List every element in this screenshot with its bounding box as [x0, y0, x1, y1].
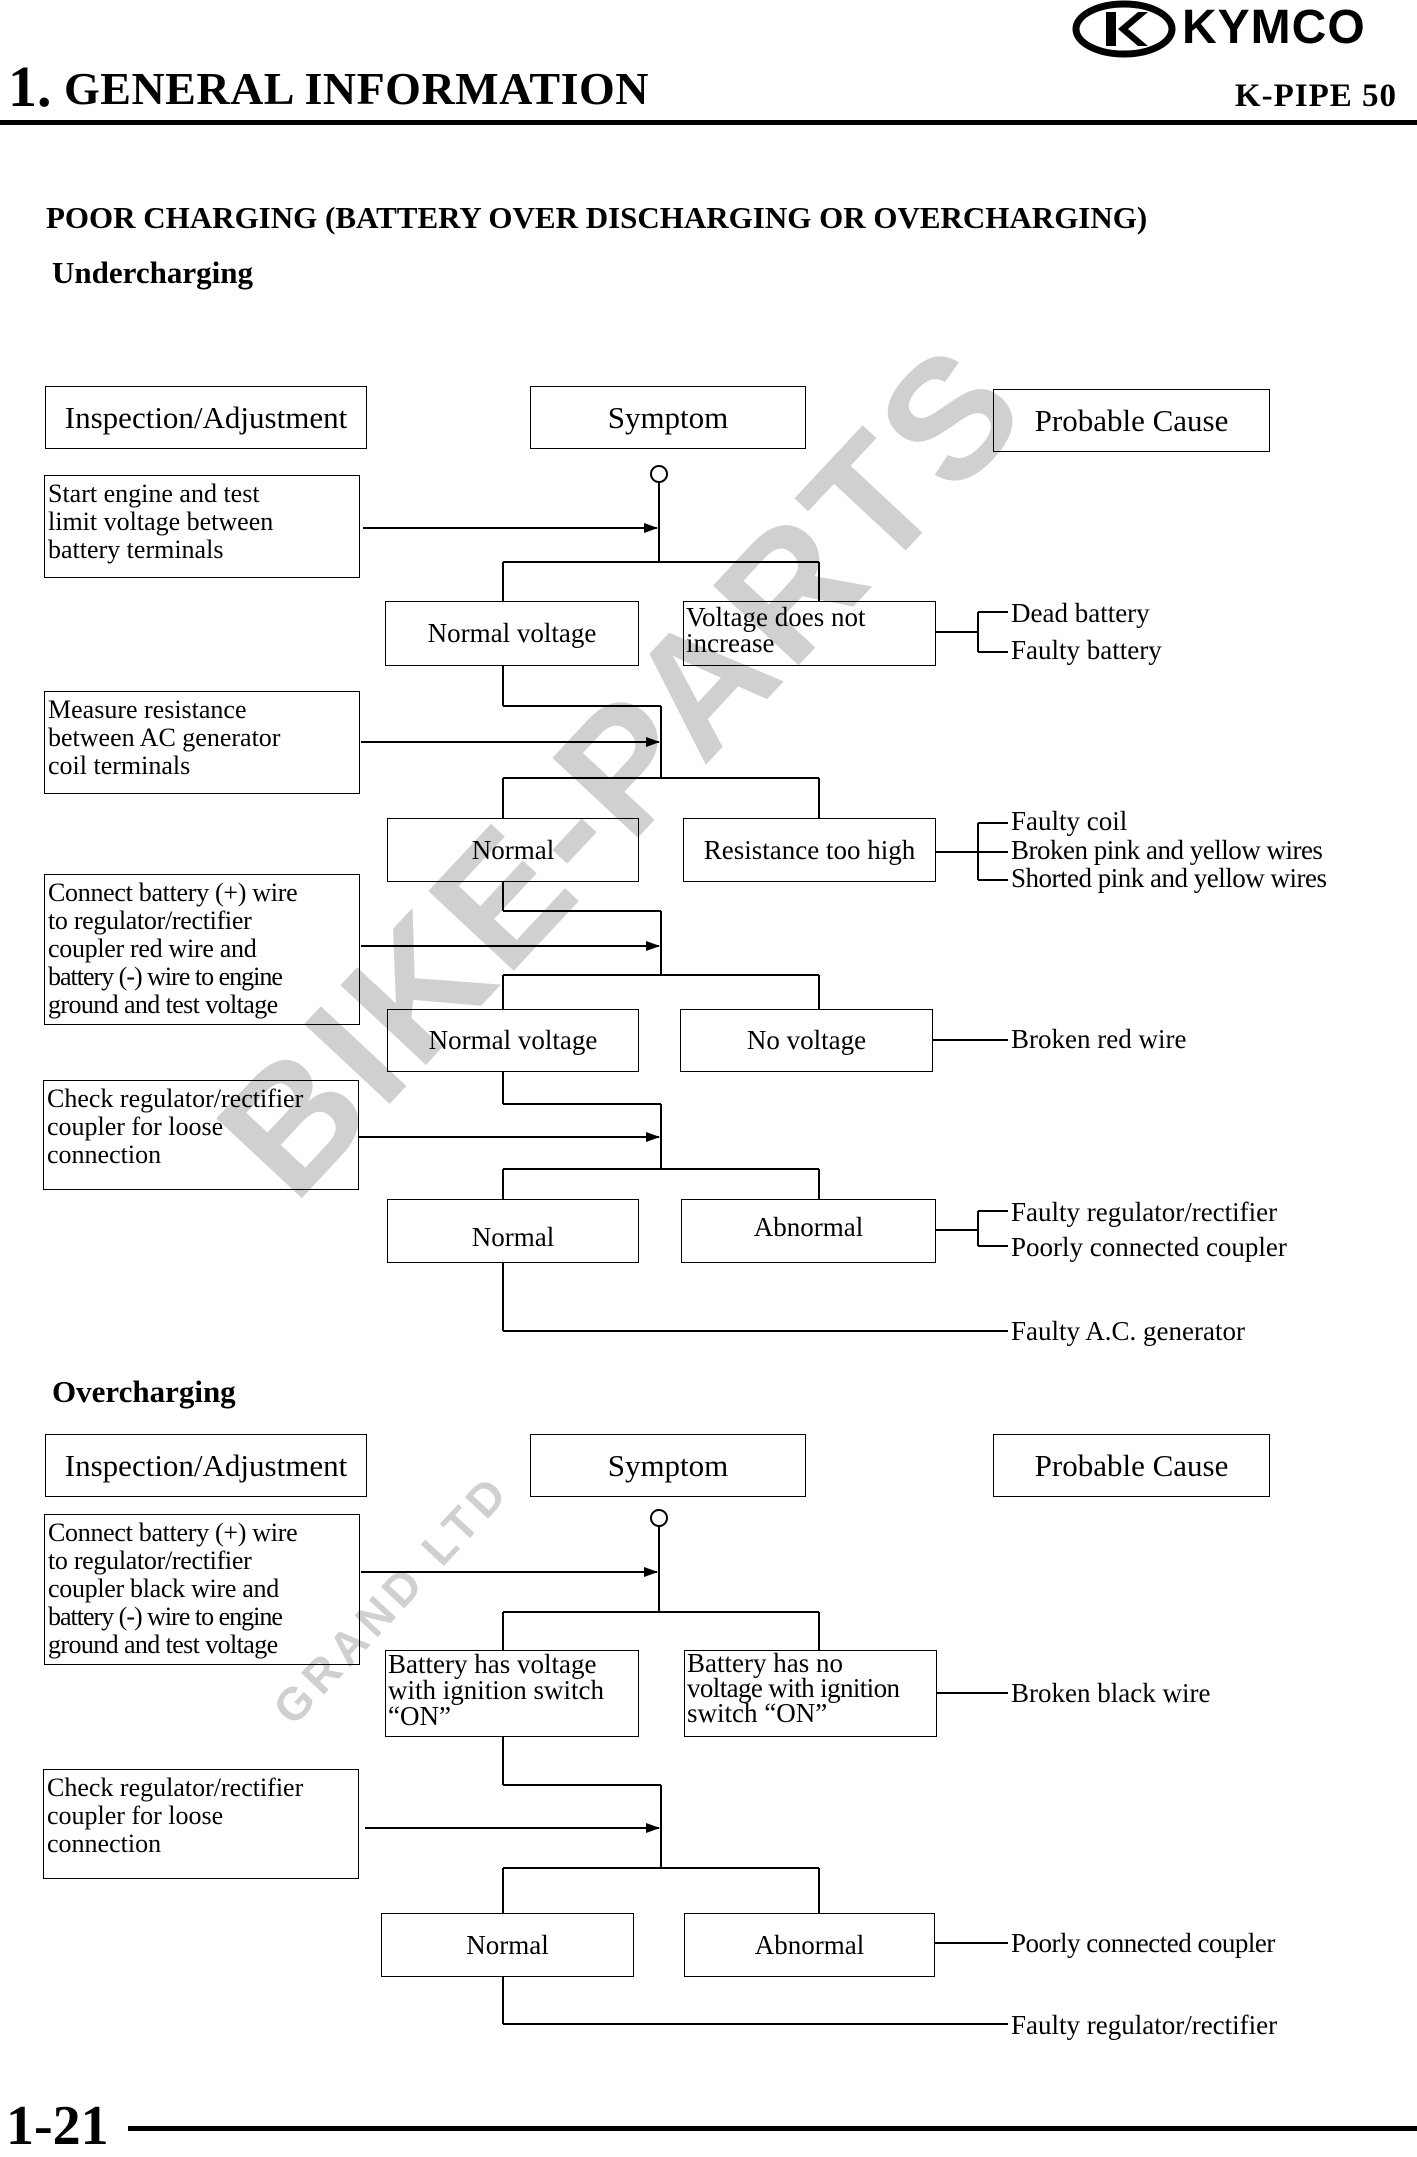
final-cause-text: Faulty regulator/rectifier [1011, 2010, 1278, 2040]
inspection-line: limit voltage between [48, 507, 274, 536]
symptom-abnormal-box: Resistance too high [683, 818, 936, 882]
overcharging-title: Overcharging [52, 1374, 236, 1409]
inspection-line: Connect battery (+) wire [48, 1518, 298, 1547]
header-inspection-adjustment: Inspection/Adjustment [45, 1434, 367, 1497]
footer-rule [128, 2126, 1417, 2131]
symptom-normal-box: Normal [387, 1199, 639, 1263]
header-rule [0, 120, 1417, 125]
symptom-abnormal-box: No voltage [680, 1009, 933, 1072]
inspection-box-3: Connect battery (+) wire to regulator/re… [44, 874, 360, 1025]
cause-text: Faulty battery [1011, 635, 1162, 665]
cause-text: Poorly connected coupler [1011, 1928, 1275, 1958]
symptom-abnormal-box: Abnormal [681, 1199, 936, 1263]
inspection-box-4: Check regulator/rectifier coupler for lo… [43, 1080, 359, 1190]
symptom-line: increase [686, 628, 775, 658]
inspection-line: battery (-) wire to engine [48, 1602, 283, 1631]
page-number: 1-21 [6, 2095, 109, 2157]
undercharging-title: Undercharging [52, 255, 253, 290]
cause-text: Dead battery [1011, 598, 1150, 628]
inspection-box-6: Check regulator/rectifier coupler for lo… [43, 1769, 359, 1879]
inspection-line: Measure resistance [48, 695, 247, 724]
symptom-line: Battery has no [687, 1648, 843, 1678]
chapter-title: GENERAL INFORMATION [64, 63, 649, 114]
cause-text: Broken red wire [1011, 1024, 1187, 1054]
inspection-line: battery terminals [48, 535, 224, 564]
chapter-number: 1. [8, 54, 52, 119]
inspection-line: coupler black wire and [48, 1574, 279, 1603]
cause-text: Broken black wire [1011, 1678, 1211, 1708]
inspection-line: coupler for loose [47, 1112, 224, 1141]
header-probable-cause: Probable Cause [993, 389, 1270, 452]
inspection-line: connection [47, 1829, 162, 1858]
inspection-line: between AC generator [48, 723, 281, 752]
final-cause-text: Faulty A.C. generator [1011, 1316, 1245, 1346]
inspection-line: Start engine and test [48, 479, 260, 508]
inspection-line: ground and test voltage [48, 1630, 278, 1659]
symptom-abnormal-box: Battery has no voltage with ignition swi… [684, 1650, 937, 1737]
inspection-line: Connect battery (+) wire [48, 878, 298, 907]
inspection-line: Check regulator/rectifier [47, 1773, 304, 1802]
inspection-box-5: Connect battery (+) wire to regulator/re… [44, 1514, 360, 1665]
symptom-normal-box: Battery has voltage with ignition switch… [385, 1650, 639, 1737]
cause-text: Faulty coil [1011, 806, 1128, 836]
symptom-line: voltage with ignition [687, 1673, 900, 1703]
cause-text: Broken pink and yellow wires [1011, 835, 1323, 865]
symptom-normal-box: Normal voltage [387, 1009, 639, 1072]
kymco-logo: KYMCO [1072, 0, 1412, 60]
model-name: K-PIPE 50 [1234, 78, 1397, 114]
header-probable-cause: Probable Cause [993, 1434, 1270, 1497]
symptom-line: Voltage does not [686, 602, 866, 632]
symptom-normal-box: Normal voltage [385, 601, 639, 666]
inspection-line: coupler red wire and [48, 934, 257, 963]
symptom-normal-box: Normal [381, 1913, 634, 1977]
symptom-line: “ON” [388, 1701, 451, 1731]
cause-text: Faulty regulator/rectifier [1011, 1197, 1278, 1227]
brand-name: KYMCO [1182, 1, 1366, 54]
header-symptom: Symptom [530, 1434, 806, 1497]
inspection-line: coil terminals [48, 751, 191, 780]
inspection-box-1: Start engine and test limit voltage betw… [44, 475, 360, 578]
inspection-line: coupler for loose [47, 1801, 224, 1830]
symptom-line: Battery has voltage [388, 1649, 597, 1679]
header-symptom: Symptom [530, 386, 806, 449]
symptom-line: switch “ON” [687, 1698, 828, 1728]
symptom-abnormal-box: Voltage does not increase [683, 601, 936, 666]
inspection-line: Check regulator/rectifier [47, 1084, 304, 1113]
symptom-normal-box: Normal [387, 818, 639, 882]
symptom-abnormal-box: Abnormal [684, 1913, 935, 1977]
kymco-emblem-icon [1072, 0, 1176, 58]
inspection-line: to regulator/rectifier [48, 1546, 252, 1575]
symptom-line: with ignition switch [388, 1675, 604, 1705]
cause-text: Shorted pink and yellow wires [1011, 863, 1327, 893]
inspection-line: connection [47, 1140, 162, 1169]
inspection-line: to regulator/rectifier [48, 906, 252, 935]
section-title: POOR CHARGING (BATTERY OVER DISCHARGING … [46, 200, 1148, 235]
cause-text: Poorly connected coupler [1011, 1232, 1287, 1262]
inspection-line: ground and test voltage [48, 990, 278, 1019]
inspection-line: battery (-) wire to engine [48, 962, 283, 991]
header-inspection-adjustment: Inspection/Adjustment [45, 386, 367, 449]
inspection-box-2: Measure resistance between AC generator … [44, 691, 360, 794]
